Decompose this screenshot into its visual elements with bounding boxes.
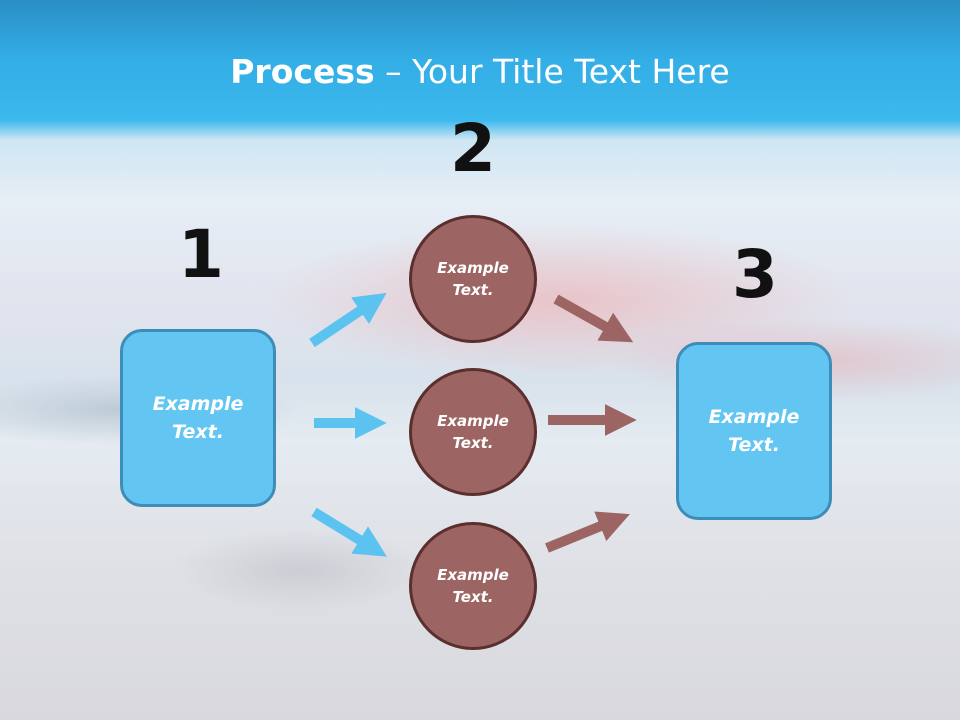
step-number-2: 2 [450,110,496,187]
title-rest: – Your Title Text Here [374,52,730,91]
circle-top: Example Text. [409,215,537,343]
arrow-bottom-to-right [545,511,630,553]
circle-middle-text: Example Text. [437,411,509,453]
title-bold: Process [230,52,375,91]
right-box: Example Text. [676,342,832,520]
right-box-text: Example Text. [708,405,800,457]
slide-title: Process – Your Title Text Here [0,52,960,91]
arrow-left-to-top [309,292,387,348]
circle-bottom: Example Text. [409,522,537,650]
circle-middle: Example Text. [409,368,537,496]
step-number-1: 1 [178,216,224,293]
circle-top-text: Example Text. [437,258,509,300]
left-box: Example Text. [120,329,276,507]
step-number-3: 3 [732,236,778,313]
arrow-left-to-bottom [311,507,387,557]
circle-bottom-text: Example Text. [437,565,509,607]
arrow-top-to-right [553,294,634,343]
left-box-text: Example Text. [152,392,244,444]
